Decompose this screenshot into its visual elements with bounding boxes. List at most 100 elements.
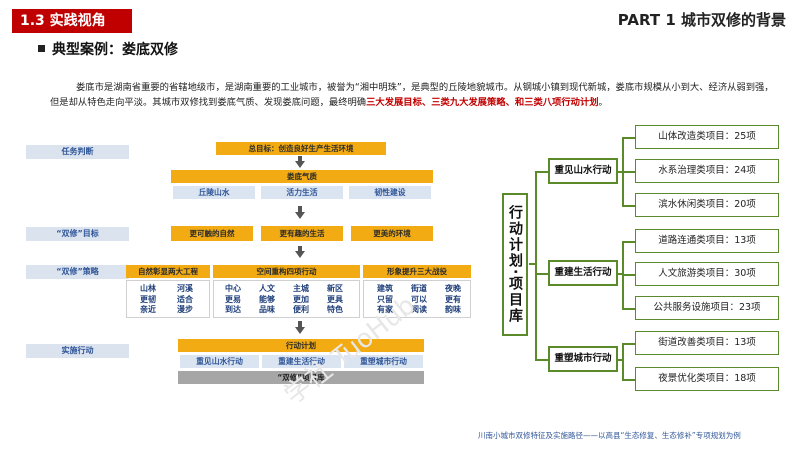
action-2: 重建生活行动 (548, 260, 618, 286)
side-label-strategy: “双修”策略 (26, 265, 129, 279)
tree-leaf-line (622, 137, 636, 139)
strategy-col-text: 更韧 (140, 294, 156, 304)
strategy-col-text: 便利 (293, 305, 309, 314)
tree-leaf-line (622, 171, 636, 173)
strategy-head-3: 形象提升三大战役 (363, 265, 471, 278)
strategy-col-text: 新区 (327, 284, 343, 293)
strategy-col-2: 河溪适合漫步 (170, 284, 200, 316)
strategy-col-text: 更具 (327, 294, 343, 304)
tree-branch-line (535, 273, 549, 275)
tree-leaf-line (622, 241, 636, 243)
arrow-stem (298, 156, 302, 162)
plan-item-1: 重见山水行动 (180, 355, 259, 368)
arrow-stem (298, 206, 302, 213)
leaf-item: 人文旅游类项目：30项 (635, 262, 779, 286)
leaf-item: 道路连通类项目：13项 (635, 229, 779, 253)
strategy-group-1 (126, 280, 210, 318)
qizhi-box: 娄底气质 (171, 170, 433, 183)
leaf-item: 山体改造类项目：25项 (635, 125, 779, 149)
case-title: 典型案例：娄底双修 (52, 42, 178, 58)
strategy-col-text: 漫步 (177, 305, 193, 314)
tree-root: 行动计划·项目库 (502, 193, 528, 336)
strategy-col-8: 街道可以阅读 (404, 284, 434, 316)
tree-root-label: 行动计划·项目库 (507, 204, 523, 325)
strategy-col-text: 河溪 (177, 284, 193, 293)
strategy-col-text: 中心 (225, 284, 241, 293)
tree-branch-line (535, 171, 549, 173)
intro-end: 。 (598, 97, 608, 108)
strategy-col-text: 阅读 (411, 305, 427, 314)
action-1: 重见山水行动 (548, 158, 618, 184)
strategy-col-text: 特色 (327, 305, 343, 314)
strategy-col-text: 建筑 (377, 284, 393, 293)
leaf-item: 水系治理类项目：24项 (635, 159, 779, 183)
plan-item-2: 重建生活行动 (262, 355, 341, 368)
strategy-col-3: 中心更易到达 (218, 284, 248, 316)
tree-root-connector (529, 263, 536, 265)
leaf-item: 街道改善类项目：13项 (635, 331, 779, 355)
qizhi-item-3: 韧性建设 (349, 186, 431, 199)
target-3: 更美的环境 (351, 226, 433, 241)
down-arrow-icon (295, 161, 305, 168)
strategy-col-text: 更加 (293, 294, 309, 304)
intro-text: 娄底市是湖南省重要的省辖地级市，是湖南重要的工业城市，被誉为“湘中明珠”，是典型… (50, 82, 774, 108)
tree-action-connector (618, 171, 623, 173)
strategy-col-7: 建筑只留有家 (370, 284, 400, 316)
tree-leaf-trunk (622, 343, 624, 379)
tree-leaf-line (622, 379, 636, 381)
strategy-col-text: 适合 (177, 294, 193, 304)
strategy-col-text: 有家 (377, 305, 393, 314)
tree-branch-line (535, 359, 549, 361)
down-arrow-icon (295, 212, 305, 219)
part-title: PART 1 城市双修的背景 (617, 11, 786, 29)
action-3: 重塑城市行动 (548, 346, 618, 372)
target-2: 更有趣的生活 (261, 226, 343, 241)
goal-box: 总目标：创造良好生产生活环境 (216, 142, 386, 155)
strategy-col-text: 到达 (225, 305, 241, 314)
library-box: “双修”项目库 (178, 371, 424, 384)
arrow-stem (298, 321, 302, 328)
strategy-col-text: 能够 (259, 294, 275, 304)
tree-action-connector (618, 273, 623, 275)
strategy-col-6: 新区更具特色 (320, 284, 350, 316)
tree-action-connector (618, 359, 623, 361)
leaf-item: 夜景优化类项目：18项 (635, 367, 779, 391)
target-1: 更可触的自然 (171, 226, 253, 241)
tree-leaf-line (622, 205, 636, 207)
qizhi-item-1: 丘陵山水 (173, 186, 255, 199)
intro-highlight: 三大发展目标、三类九大发展策略、和三类八项行动计划 (366, 97, 599, 108)
section-tag: 1.3 实践视角 (12, 9, 132, 33)
down-arrow-icon (295, 251, 305, 258)
strategy-col-5: 主城更加便利 (286, 284, 316, 316)
footer-caption: 川南小城市双修特征及实施路径——以高县“生态修复、生态修补”专项规划为例 (478, 431, 741, 440)
strategy-head-2: 空间重构四项行动 (213, 265, 360, 278)
tree-trunk-line (535, 171, 537, 359)
strategy-col-text: 街道 (411, 284, 427, 293)
plan-box: 行动计划 (178, 339, 424, 352)
strategy-col-text: 夜晚 (445, 284, 461, 293)
qizhi-item-2: 活力生活 (261, 186, 343, 199)
tree-leaf-line (622, 308, 636, 310)
bullet-square-icon (38, 45, 45, 52)
strategy-col-text: 只留 (377, 294, 393, 304)
strategy-col-text: 山林 (140, 284, 156, 293)
leaf-item: 滨水休闲类项目：20项 (635, 193, 779, 217)
strategy-col-text: 更有 (445, 294, 461, 304)
tree-leaf-line (622, 343, 636, 345)
side-label-task: 任务判断 (26, 145, 129, 159)
side-label-action: 实施行动 (26, 344, 129, 358)
leaf-item: 公共服务设施项目：23项 (635, 296, 779, 320)
strategy-col-9: 夜晚更有韵味 (438, 284, 468, 316)
down-arrow-icon (295, 327, 305, 334)
strategy-col-4: 人文能够品味 (252, 284, 282, 316)
strategy-col-text: 亲近 (140, 305, 156, 314)
strategy-col-1: 山林更韧亲近 (133, 284, 163, 316)
side-label-goal: “双修”目标 (26, 227, 129, 241)
strategy-col-text: 主城 (293, 284, 309, 293)
intro-paragraph: 娄底市是湖南省重要的省辖地级市，是湖南重要的工业城市，被誉为“湘中明珠”，是典型… (50, 80, 780, 110)
strategy-col-text: 可以 (411, 294, 427, 304)
strategy-head-1: 自然彰显两大工程 (126, 265, 210, 278)
plan-item-3: 重塑城市行动 (344, 355, 423, 368)
strategy-col-text: 更易 (225, 294, 241, 304)
strategy-col-text: 人文 (259, 284, 275, 293)
